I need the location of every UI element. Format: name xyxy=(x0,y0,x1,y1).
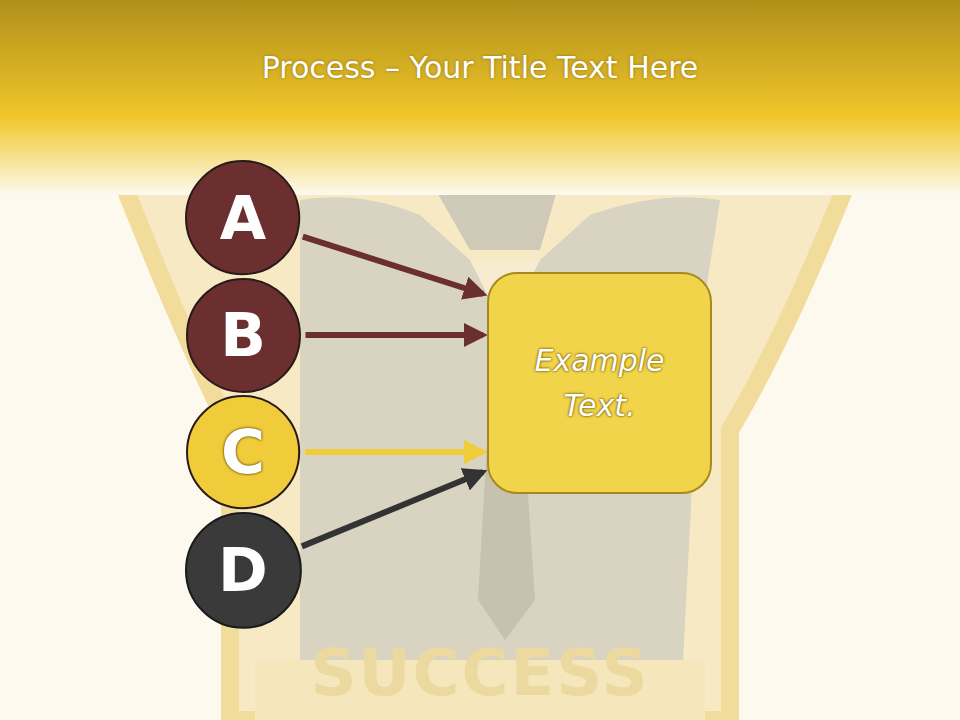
step-circle: C xyxy=(185,394,301,510)
arrow-connector xyxy=(302,472,483,546)
text-holder: Example Text. xyxy=(502,338,697,428)
step-circle: D xyxy=(184,511,303,630)
step-letter: A xyxy=(220,173,266,263)
circle-outline xyxy=(186,513,301,628)
process-box: Example Text. xyxy=(487,272,712,494)
text-holder: D xyxy=(218,525,268,615)
box-text: Example Text. xyxy=(502,338,697,428)
watermark-text: SUCCESS xyxy=(0,636,960,710)
step-circle: A xyxy=(184,159,301,276)
step-letter: D xyxy=(218,525,268,615)
arrow-connector xyxy=(303,237,483,294)
slide-title: Process – Your Title Text Here xyxy=(0,50,960,85)
step-circle: B xyxy=(185,277,302,394)
text-holder: A xyxy=(220,173,266,263)
circle-outline xyxy=(187,396,299,508)
arrow-connector xyxy=(305,449,483,455)
step-letter: B xyxy=(220,290,266,380)
arrow-connector xyxy=(305,332,483,338)
step-letter: C xyxy=(221,407,265,497)
text-holder: B xyxy=(220,290,266,380)
circle-outline xyxy=(186,161,299,274)
text-holder: C xyxy=(221,407,265,497)
circle-outline xyxy=(187,279,300,392)
